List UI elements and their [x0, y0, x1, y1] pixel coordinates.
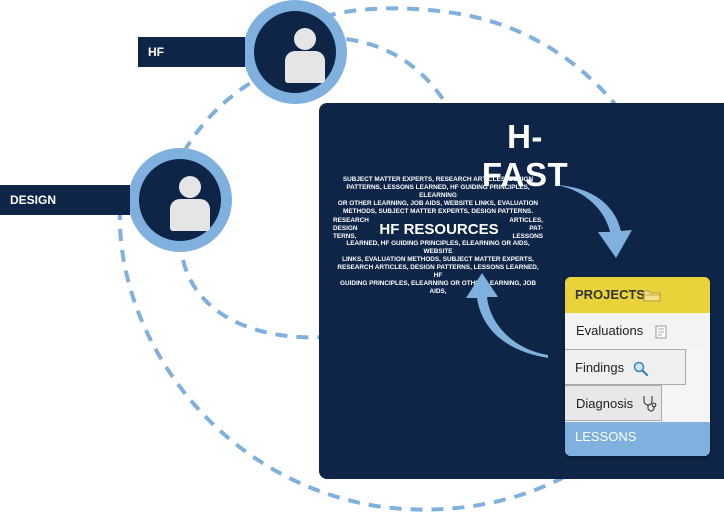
- menu-item-label: Diagnosis: [576, 396, 634, 411]
- cloud-line: RESEARCH ARTICLES, DESIGN PATTERNS, LESS…: [337, 264, 539, 279]
- menu-item-label: Evaluations: [576, 323, 644, 338]
- curved-arrow-icon: [466, 273, 548, 358]
- user-icon: [179, 176, 201, 198]
- magnifier-icon: [633, 361, 649, 377]
- stethoscope-icon: [643, 396, 657, 412]
- cloud-top: SUBJECT MATTER EXPERTS, RESEARCH ARTICLE…: [333, 176, 543, 216]
- folder-icon: [643, 290, 661, 302]
- hf-specialist-avatar: [243, 0, 347, 104]
- menu-item-diagnosis[interactable]: Diagnosis: [565, 385, 662, 421]
- design-engineer-label: DESIGN ENGINEER: [0, 185, 130, 237]
- hf-resources-cloud: SUBJECT MATTER EXPERTS, RESEARCH ARTICLE…: [333, 176, 543, 296]
- document-icon: [655, 325, 667, 339]
- hf-specialist-label: HF SPECIALIST: [138, 37, 245, 89]
- design-engineer-avatar: [128, 148, 232, 252]
- cloud-right: ARTICLES, PAT- LESSONS: [509, 217, 543, 241]
- menu-item-projects[interactable]: PROJECTS: [565, 277, 710, 313]
- cloud-line: DESIGN: [333, 225, 358, 232]
- cloud-line: ARTICLES,: [509, 217, 543, 224]
- cloud-line: LESSONS: [512, 233, 543, 240]
- cloud-line: LINKS, EVALUATION METHODS, SUBJECT MATTE…: [342, 256, 534, 263]
- user-icon-body: [170, 199, 210, 231]
- menu-item-label: LESSONS: [575, 429, 637, 444]
- cloud-middle: RESEARCH DESIGN TERNS, HF RESOURCES ARTI…: [333, 216, 543, 240]
- menu-item-label: Findings: [575, 360, 625, 375]
- cloud-line: OR OTHER LEARNING, JOB AIDS, WEBSITE LIN…: [337, 200, 539, 207]
- cloud-bottom: LEARNED, HF GUIDING PRINCIPLES, ELEARNIN…: [333, 240, 543, 296]
- app-title: H-FAST: [481, 118, 569, 193]
- menu-item-evaluations[interactable]: Evaluations: [565, 313, 710, 349]
- user-icon: [294, 28, 316, 50]
- menu-item-lessons[interactable]: LESSONS: [565, 422, 710, 456]
- cloud-line: RESEARCH: [333, 217, 369, 224]
- cloud-line: TERNS,: [333, 233, 357, 240]
- menu-item-findings[interactable]: Findings: [565, 349, 686, 385]
- cross-link: [183, 71, 269, 152]
- cloud-line: GUIDING PRINCIPLES, ELEARNING OR OTHER L…: [340, 280, 536, 295]
- resources-heading: HF RESOURCES: [379, 221, 499, 238]
- cloud-line: SUBJECT MATTER EXPERTS, RESEARCH ARTICLE…: [342, 176, 534, 183]
- cloud-left: RESEARCH DESIGN TERNS,: [333, 217, 369, 241]
- cloud-line: METHODS, SUBJECT MATTER EXPERTS, DESIGN …: [343, 208, 533, 215]
- cloud-line: LEARNED, HF GUIDING PRINCIPLES, ELEARNIN…: [346, 240, 530, 255]
- project-menu: PROJECTS Evaluations Findings Diagnosis …: [565, 277, 710, 456]
- menu-item-label: PROJECTS: [575, 287, 646, 302]
- cloud-line: PAT-: [529, 225, 543, 232]
- curved-arrow-icon: [556, 185, 632, 258]
- cloud-line: PATTERNS, LESSONS LEARNED, HF GUIDING PR…: [346, 184, 530, 199]
- user-icon-body: [285, 51, 325, 83]
